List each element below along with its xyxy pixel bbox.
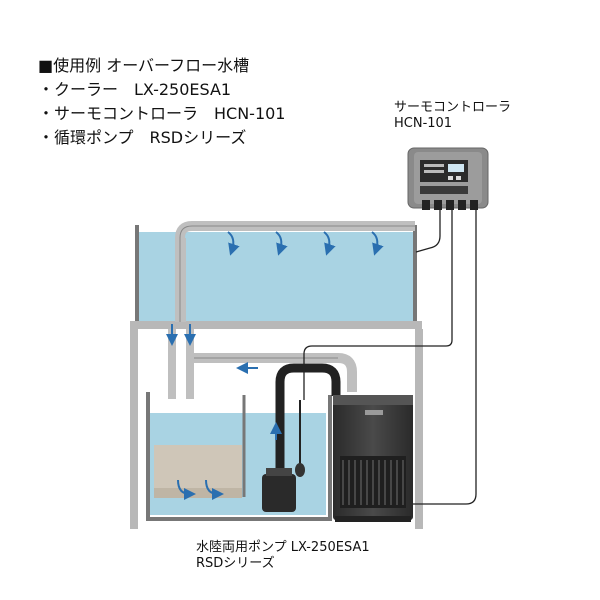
sump-glass (146, 392, 332, 521)
flow-arrow (323, 231, 336, 256)
return-pipe (175, 221, 415, 322)
caption-item-pump: ・循環ポンプ RSDシリーズ (38, 128, 247, 147)
pump-cooler-label: 水陸両用ポンプ LX-250ESA1 RSDシリーズ (196, 540, 370, 572)
flow-arrow (371, 231, 384, 256)
filter-media (154, 445, 242, 495)
thermo-controller (407, 147, 489, 210)
flow-arrow (205, 479, 224, 500)
caption-heading: ■使用例 オーバーフロー水槽 (38, 56, 250, 75)
caption-item-controller: ・サーモコントローラ HCN-101 (38, 104, 286, 123)
controller-cables (303, 210, 477, 505)
circulation-pump (262, 400, 305, 512)
controller-label-name: サーモコントローラ (394, 100, 512, 115)
usage-caption: ■使用例 オーバーフロー水槽 ・クーラー LX-250ESA1 ・サーモコントロ… (38, 54, 286, 150)
pump-body (262, 474, 296, 512)
temperature-sensor (295, 463, 305, 477)
flow-arrow (275, 231, 288, 256)
controller-display (448, 164, 464, 172)
flow-arrows (166, 231, 384, 500)
flow-arrow (227, 231, 240, 256)
cooler-logo (365, 410, 383, 415)
pump-hose (275, 363, 341, 470)
cooler-vent (340, 456, 406, 508)
cabinet-stand (130, 329, 423, 529)
controller-label-model: HCN-101 (394, 116, 453, 131)
cooler-unit (333, 395, 413, 522)
controller-label: サーモコントローラ HCN-101 (394, 100, 511, 132)
pump-cooler-label-line2: RSDシリーズ (196, 556, 275, 571)
tank-stand-top (130, 321, 422, 329)
pump-cooler-label-line1: 水陸両用ポンプ LX-250ESA1 (196, 540, 370, 555)
caption-item-cooler: ・クーラー LX-250ESA1 (38, 80, 232, 99)
cooler-pipe (194, 353, 357, 392)
sump-tank (146, 392, 332, 521)
flow-arrow (177, 479, 196, 500)
